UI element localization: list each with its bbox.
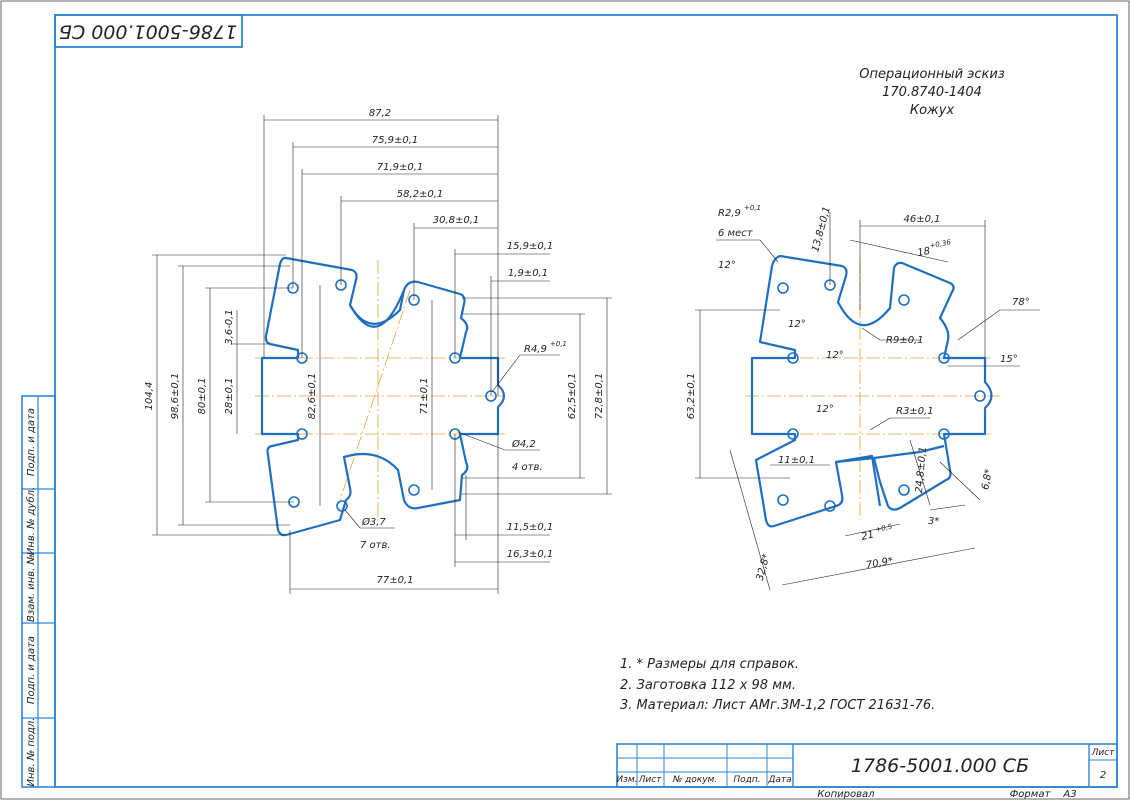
dim-12deg-d: 12°: [816, 404, 834, 415]
dim-77: 77±0,1: [376, 575, 413, 586]
tb-col-doc: № докум.: [672, 775, 717, 785]
dim-78deg: 78°: [1012, 297, 1030, 308]
callout-r2-9: R2,9: [718, 208, 741, 219]
side-label-sign1: Подп. и дата: [26, 408, 37, 476]
note-1: 1. * Размеры для справок.: [620, 657, 799, 672]
tb-copied: Копировал: [817, 789, 875, 800]
dim-6-8: 6,8*: [980, 468, 994, 490]
left-view: 87,2 75,9±0,1 71,9±0,1 58,2±0,1 30,8±0,1…: [144, 108, 612, 594]
callout-r4-9-tol: +0,1: [550, 340, 567, 348]
note-2: 2. Заготовка 112 х 98 мм.: [620, 678, 796, 693]
side-label-sign2: Подп. и дата: [26, 636, 37, 704]
right-part-outline: [750, 254, 993, 528]
header-line1: Операционный эскиз: [859, 67, 1005, 82]
callout-r2-9-tol: +0,1: [744, 204, 761, 212]
dim-87-2: 87,2: [369, 108, 391, 119]
dim-21: 21: [860, 530, 875, 543]
dim-30-8: 30,8±0,1: [433, 215, 480, 226]
callout-r2-9-count: 6 мест: [718, 228, 754, 239]
dim-75-9: 75,9±0,1: [372, 135, 419, 146]
tb-col-izm: Изм.: [616, 775, 637, 785]
dim-71: 71±0,1: [419, 377, 430, 414]
dim-71-9: 71,9±0,1: [377, 162, 424, 173]
dim-18: 18: [917, 246, 931, 259]
dim-12deg-c: 12°: [826, 350, 844, 361]
title-block: Изм. Лист № докум. Подп. Дата 1786-5001.…: [616, 743, 1118, 800]
dim-15deg: 15°: [1000, 354, 1018, 365]
header-line2: 170.8740-1404: [882, 85, 982, 100]
callout-d3-7: Ø3,7: [361, 516, 386, 528]
dim-3: 3*: [928, 516, 939, 527]
dim-11-5: 11,5±0,1: [507, 522, 554, 533]
dim-82-6: 82,6±0,1: [307, 373, 318, 420]
notes-block: 1. * Размеры для справок. 2. Заготовка 1…: [620, 657, 935, 713]
note-3: 3. Материал: Лист АМг.3М-1,2 ГОСТ 21631-…: [620, 698, 935, 713]
dim-80: 80±0,1: [197, 377, 208, 414]
tb-format-label: Формат: [1010, 789, 1052, 800]
top-stamp-code: 1786-5001.000 СБ: [59, 21, 237, 43]
dim-58-2: 58,2±0,1: [397, 189, 444, 200]
dim-70-9: 70,9*: [865, 556, 894, 572]
tb-code: 1786-5001.000 СБ: [851, 755, 1029, 777]
dim-46: 46±0,1: [903, 214, 940, 225]
callout-d4-2: Ø4,2: [511, 438, 536, 450]
dim-98-6: 98,6±0,1: [170, 373, 181, 420]
dim-r3: R3±0,1: [896, 406, 934, 417]
tb-format-value: А3: [1062, 789, 1076, 800]
dim-104-4: 104,4: [144, 382, 155, 411]
dim-3-6: 3,6-0,1: [224, 309, 235, 344]
dim-r9: R9±0,1: [886, 335, 924, 346]
tb-col-sign: Подп.: [733, 775, 760, 785]
dim-15-9: 15,9±0,1: [507, 241, 554, 252]
side-label-inv: Инв. № подл.: [26, 718, 37, 787]
tb-sheet-number: 2: [1100, 770, 1106, 781]
header-line3: Кожух: [910, 103, 955, 118]
dim-11: 11±0,1: [778, 455, 815, 466]
dim-63-2: 63,2±0,1: [686, 373, 697, 420]
top-stamp: 1786-5001.000 СБ: [54, 14, 243, 48]
dim-62-5: 62,5±0,1: [567, 373, 578, 420]
dim-1-9: 1,9±0,1: [508, 268, 548, 279]
right-view: 46±0,1 13,8±0,1 18 +0,36 R9±0,1 78° 15° …: [686, 204, 1040, 591]
sketch-header: Операционный эскиз 170.8740-1404 Кожух: [859, 67, 1005, 118]
dim-16-3: 16,3±0,1: [507, 549, 554, 560]
dim-24-8: 24,8±0,1: [914, 446, 929, 493]
side-label-replace: Взам. инв. №: [26, 554, 37, 622]
dim-12deg-b: 12°: [788, 319, 806, 330]
callout-d3-7-count: 7 отв.: [360, 540, 391, 551]
side-label-dup: Инв. № дубл.: [25, 487, 37, 555]
dim-12deg-a: 12°: [718, 260, 736, 271]
dim-28: 28±0,1: [224, 377, 235, 414]
tb-col-date: Дата: [767, 775, 791, 785]
callout-r4-9: R4,9: [524, 344, 547, 355]
callout-d4-2-count: 4 отв.: [512, 462, 543, 473]
dim-18-tol: +0,36: [929, 238, 952, 250]
tb-sheet-label: Лист: [1091, 748, 1116, 758]
side-strip: Подп. и дата Инв. № дубл. Взам. инв. № П…: [21, 395, 56, 788]
left-part-outline: [260, 256, 506, 537]
dim-21-tol: +0,5: [875, 522, 894, 533]
dim-72-8: 72,8±0,1: [594, 373, 605, 420]
tb-col-list: Лист: [638, 775, 663, 785]
